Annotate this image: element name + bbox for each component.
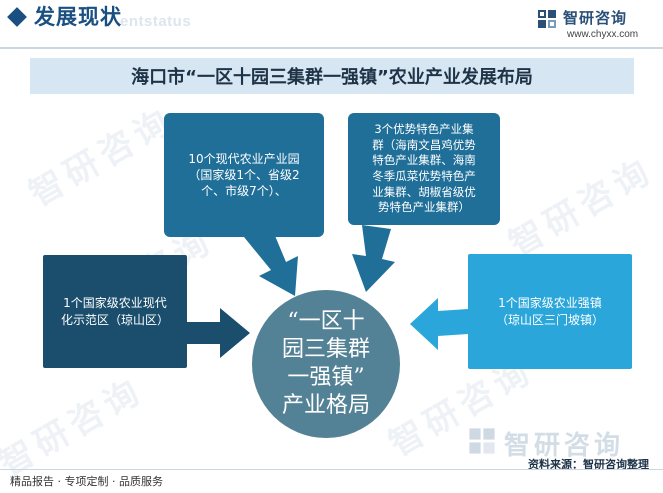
footer-tagline: 精品报告 · 专项定制 · 品质服务 — [10, 475, 163, 488]
arrow-right — [410, 298, 468, 350]
header-divider — [0, 47, 663, 49]
bottom-brand-logo: 智研咨询 — [468, 425, 648, 461]
center-text-line: 产业格局 — [281, 393, 370, 419]
node-text-line: 势特色产业集群） — [378, 200, 470, 215]
bottom-logo-icon — [469, 428, 495, 454]
node-text-line: 特色产业集群、海南 — [372, 153, 476, 168]
node-right: 1个国家级农业强镇 （琼山区三门坡镇） — [468, 254, 632, 369]
arrow-top-right — [352, 225, 395, 292]
node-text-line: 群（海南文昌鸡优势 — [372, 137, 476, 152]
node-top-right: 3个优势特色产业集 群（海南文昌鸡优势 特色产业集群、海南 冬季瓜菜优势特色产 … — [348, 113, 500, 225]
node-text-line: 10个现代农业产业园 — [188, 151, 300, 166]
brand-logo-icon — [538, 10, 556, 28]
node-text-line: 冬季瓜菜优势特色产 — [372, 169, 476, 183]
node-text-line: 1个国家级农业强镇 — [498, 296, 602, 311]
source-note: 资料来源：智研咨询整理 — [528, 458, 649, 471]
header-title-english: entstatus — [120, 13, 192, 30]
arrow-left — [187, 308, 250, 358]
header-title: 发展现状 — [34, 5, 122, 29]
node-text-line: 1个国家级农业现代 — [63, 296, 167, 311]
node-left: 1个国家级农业现代 化示范区（琼山区） — [43, 255, 187, 368]
footer-divider — [0, 469, 663, 470]
arrow-top-left — [244, 231, 298, 296]
node-text-line: （国家级1个、省级2 — [188, 167, 300, 182]
center-text-line: 一强镇” — [287, 365, 365, 390]
page-title: 海口市“一区十园三集群一强镇”农业产业发展布局 — [131, 67, 533, 88]
node-text-line: 化示范区（琼山区） — [60, 312, 169, 327]
brand-logo-url: www.chyxx.com — [567, 29, 639, 40]
node-top-left: 10个现代农业产业园 （国家级1个、省级2 个、市级7个）、 — [164, 113, 324, 237]
node-text-line: 个、市级7个）、 — [201, 184, 287, 199]
brand-logo: 智研咨询 www.chyxx.com — [537, 7, 647, 47]
center-text-line: 园三集群 — [281, 336, 370, 362]
node-text-line: 3个优势特色产业集 — [374, 122, 474, 137]
bottom-logo-name: 智研咨询 — [504, 431, 625, 461]
title-bar: 海口市“一区十园三集群一强镇”农业产业发展布局 — [30, 58, 634, 94]
center-node: “一区十 园三集群 一强镇” 产业格局 — [252, 290, 400, 438]
brand-logo-name: 智研咨询 — [563, 9, 628, 27]
node-text-line: （琼山区三门坡镇） — [495, 312, 604, 327]
center-text-line: “一区十 — [287, 308, 365, 334]
node-text-line: 业集群、胡椒省级优 — [372, 184, 476, 199]
